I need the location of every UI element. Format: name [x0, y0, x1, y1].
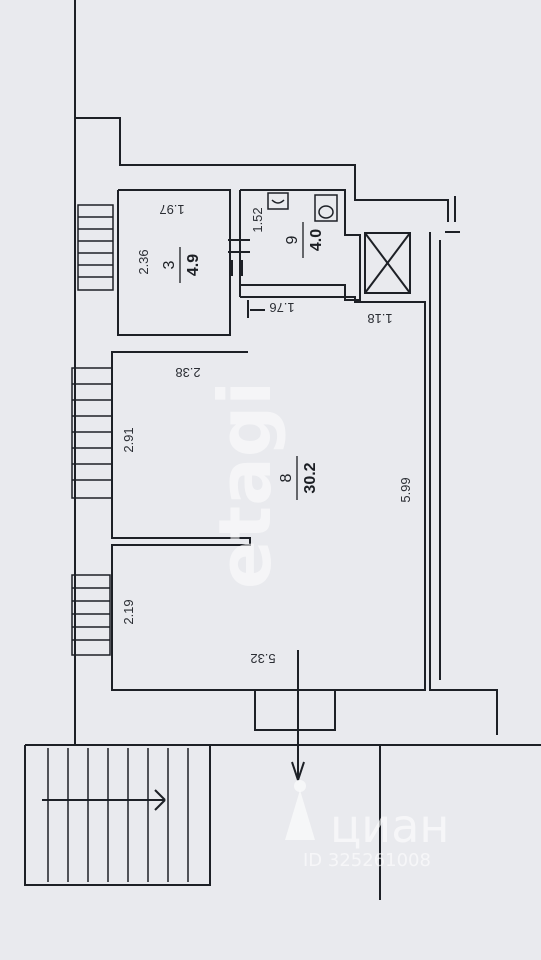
- room-9-number: 9: [284, 235, 301, 244]
- dim-room3-left: 2.36: [136, 249, 151, 274]
- dim-main-right: 5.99: [398, 477, 413, 502]
- room-9-area: 4.0: [308, 229, 325, 251]
- cian-logo-icon: [285, 780, 315, 840]
- stairs-bottom: [47, 748, 189, 882]
- dim-main-left-lower: 2.19: [121, 599, 136, 624]
- dim-main-top: 2.38: [175, 365, 200, 380]
- dim-wc-left: 1.52: [250, 207, 265, 232]
- dim-corridor: 1.76: [269, 300, 294, 315]
- dim-main-left-upper: 2.91: [121, 427, 136, 452]
- room-8-number: 8: [278, 473, 295, 482]
- walls: [24, 0, 541, 900]
- room-3-area: 4.9: [185, 254, 202, 276]
- dim-room3-top: 1.97: [159, 202, 184, 217]
- room-3-label: 3 4.9: [161, 247, 202, 283]
- room-8-area: 30.2: [302, 462, 319, 493]
- stairs-left: [71, 204, 114, 656]
- dim-shaft-side: 1.18: [367, 311, 392, 326]
- room-3-number: 3: [161, 260, 178, 269]
- toilet-icon: [314, 194, 338, 222]
- listing-id-watermark: ID 325261008: [303, 850, 431, 871]
- room-8-label: 8 30.2: [278, 456, 319, 500]
- sink-icon: [267, 192, 289, 210]
- room-9-label: 9 4.0: [284, 222, 325, 258]
- dim-main-bottom: 5.32: [250, 651, 275, 666]
- etagi-watermark: etagi: [203, 381, 287, 589]
- cian-watermark: циан: [330, 799, 449, 853]
